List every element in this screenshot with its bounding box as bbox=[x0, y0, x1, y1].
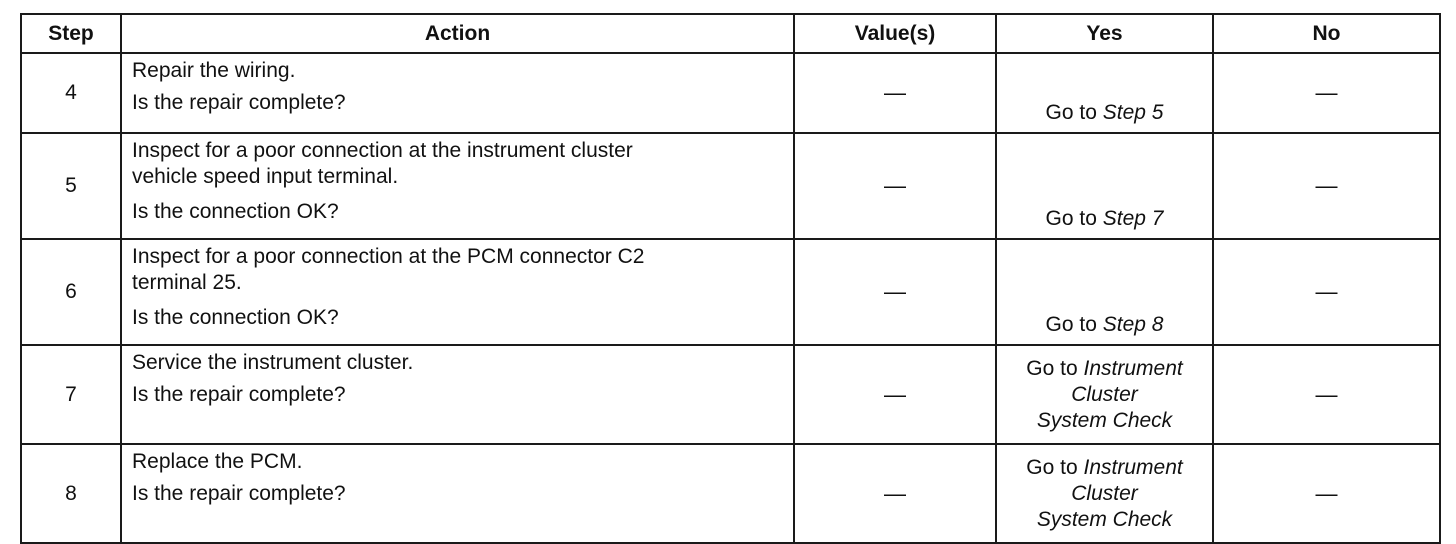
yes-link: Instrument bbox=[1083, 455, 1183, 479]
action-cell: Replace the PCM. Is the repair complete? bbox=[120, 443, 795, 544]
value-cell: — bbox=[793, 443, 997, 544]
yes-prefix: Go to bbox=[1045, 101, 1097, 124]
yes-link: Cluster bbox=[1071, 382, 1138, 406]
header-no: No bbox=[1212, 13, 1441, 54]
step-number: 5 bbox=[20, 132, 122, 240]
value-cell: — bbox=[793, 238, 997, 346]
no-cell: — bbox=[1212, 52, 1441, 134]
step-number: 6 bbox=[20, 238, 122, 346]
action-question: Is the connection OK? bbox=[132, 200, 339, 223]
action-text: Inspect for a poor connection at the ins… bbox=[132, 139, 633, 162]
no-cell: — bbox=[1212, 238, 1441, 346]
header-action: Action bbox=[120, 13, 795, 54]
action-text: Replace the PCM. bbox=[132, 450, 303, 473]
action-text: Repair the wiring. bbox=[132, 59, 296, 82]
yes-prefix: Go to bbox=[1045, 207, 1097, 230]
yes-link: Cluster bbox=[1071, 481, 1138, 505]
yes-cell: Go to Step 5 bbox=[995, 52, 1214, 134]
table-row: 5 Inspect for a poor connection at the i… bbox=[20, 132, 1441, 240]
action-cell: Repair the wiring. Is the repair complet… bbox=[120, 52, 795, 134]
yes-cell: Go to Step 7 bbox=[995, 132, 1214, 240]
action-cell: Inspect for a poor connection at the ins… bbox=[120, 132, 795, 240]
action-question: Is the repair complete? bbox=[132, 91, 346, 114]
action-question: Is the repair complete? bbox=[132, 482, 346, 505]
yes-link: System Check bbox=[1036, 507, 1173, 531]
value-cell: — bbox=[793, 52, 997, 134]
value-cell: — bbox=[793, 132, 997, 240]
header-values: Value(s) bbox=[793, 13, 997, 54]
value-text: — bbox=[884, 279, 906, 304]
yes-cell: Go to Instrument Cluster System Check bbox=[995, 443, 1214, 544]
yes-link: Step 7 bbox=[1102, 207, 1164, 230]
header-yes: Yes bbox=[995, 13, 1214, 54]
yes-cell: Go to Instrument Cluster System Check bbox=[995, 344, 1214, 445]
yes-prefix: Go to bbox=[1026, 455, 1078, 479]
no-text: — bbox=[1315, 279, 1338, 304]
action-text: Inspect for a poor connection at the PCM… bbox=[132, 245, 645, 268]
no-text: — bbox=[1315, 480, 1338, 506]
diagnostic-table: Step Action Value(s) Yes No 4 Repair the… bbox=[20, 13, 1441, 544]
no-cell: — bbox=[1212, 132, 1441, 240]
yes-cell: Go to Step 8 bbox=[995, 238, 1214, 346]
table-row: 8 Replace the PCM. Is the repair complet… bbox=[20, 443, 1441, 544]
value-text: — bbox=[884, 173, 906, 198]
value-cell: — bbox=[793, 344, 997, 445]
action-question: Is the connection OK? bbox=[132, 306, 339, 329]
table-row: 4 Repair the wiring. Is the repair compl… bbox=[20, 52, 1441, 134]
action-text: Service the instrument cluster. bbox=[132, 351, 414, 374]
table-row: 7 Service the instrument cluster. Is the… bbox=[20, 344, 1441, 445]
header-step: Step bbox=[20, 13, 122, 54]
no-text: — bbox=[1315, 173, 1338, 198]
no-text: — bbox=[1315, 381, 1338, 407]
value-text: — bbox=[884, 381, 906, 407]
yes-link: Step 8 bbox=[1102, 313, 1164, 336]
value-text: — bbox=[884, 80, 906, 105]
action-cell: Inspect for a poor connection at the PCM… bbox=[120, 238, 795, 346]
step-number: 4 bbox=[20, 52, 122, 134]
action-text: vehicle speed input terminal. bbox=[132, 165, 399, 188]
no-cell: — bbox=[1212, 443, 1441, 544]
yes-prefix: Go to bbox=[1026, 356, 1078, 380]
action-text: terminal 25. bbox=[132, 271, 242, 294]
yes-link: Step 5 bbox=[1102, 101, 1164, 124]
action-question: Is the repair complete? bbox=[132, 383, 346, 406]
action-cell: Service the instrument cluster. Is the r… bbox=[120, 344, 795, 445]
no-cell: — bbox=[1212, 344, 1441, 445]
step-number: 7 bbox=[20, 344, 122, 445]
yes-prefix: Go to bbox=[1045, 313, 1097, 336]
value-text: — bbox=[884, 480, 906, 506]
yes-link: System Check bbox=[1036, 408, 1173, 432]
yes-link: Instrument bbox=[1083, 356, 1183, 380]
table-row: 6 Inspect for a poor connection at the P… bbox=[20, 238, 1441, 346]
no-text: — bbox=[1315, 80, 1338, 105]
step-number: 8 bbox=[20, 443, 122, 544]
table-header-row: Step Action Value(s) Yes No bbox=[20, 13, 1441, 54]
